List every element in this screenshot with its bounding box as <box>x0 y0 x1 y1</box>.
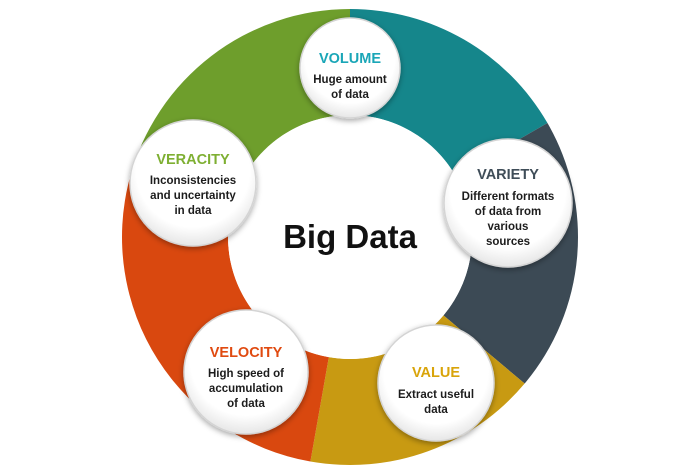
ring-segment-volume <box>350 9 548 176</box>
node-desc-line: of data <box>227 398 265 410</box>
node-desc-line: of data from <box>475 206 541 218</box>
node-desc-line: accumulation <box>209 383 283 395</box>
bubble <box>183 309 309 435</box>
node-value: VALUE Extract useful data <box>377 324 495 442</box>
node-desc-line: Huge amount <box>313 74 387 86</box>
node-title-variety: VARIETY <box>477 167 539 183</box>
node-variety: VARIETY Different formats of data from v… <box>443 138 573 268</box>
node-desc-line: various <box>488 221 529 233</box>
node-title-veracity: VERACITY <box>156 152 230 168</box>
node-title-volume: VOLUME <box>319 51 381 67</box>
node-desc-line: of data <box>331 89 369 101</box>
node-desc-line: High speed of <box>208 368 284 380</box>
bubble <box>129 119 257 247</box>
node-desc-line: Inconsistencies <box>150 175 236 187</box>
bubble <box>443 138 573 268</box>
node-desc-line: data <box>424 404 448 416</box>
node-desc-line: Extract useful <box>398 389 474 401</box>
node-title-velocity: VELOCITY <box>210 345 283 361</box>
node-desc-line: sources <box>486 236 530 248</box>
node-desc-line: in data <box>174 205 212 217</box>
node-desc-line: Different formats <box>462 191 555 203</box>
bubble <box>299 17 401 119</box>
node-velocity: VELOCITY High speed of accumulation of d… <box>183 309 309 435</box>
node-volume: VOLUME Huge amount of data <box>299 17 401 119</box>
node-title-value: VALUE <box>412 365 460 381</box>
bubble <box>377 324 495 442</box>
node-desc-line: and uncertainty <box>150 190 236 202</box>
center-title: Big Data <box>283 218 418 255</box>
node-veracity: VERACITY Inconsistencies and uncertainty… <box>129 119 257 247</box>
center-disk <box>228 115 472 359</box>
